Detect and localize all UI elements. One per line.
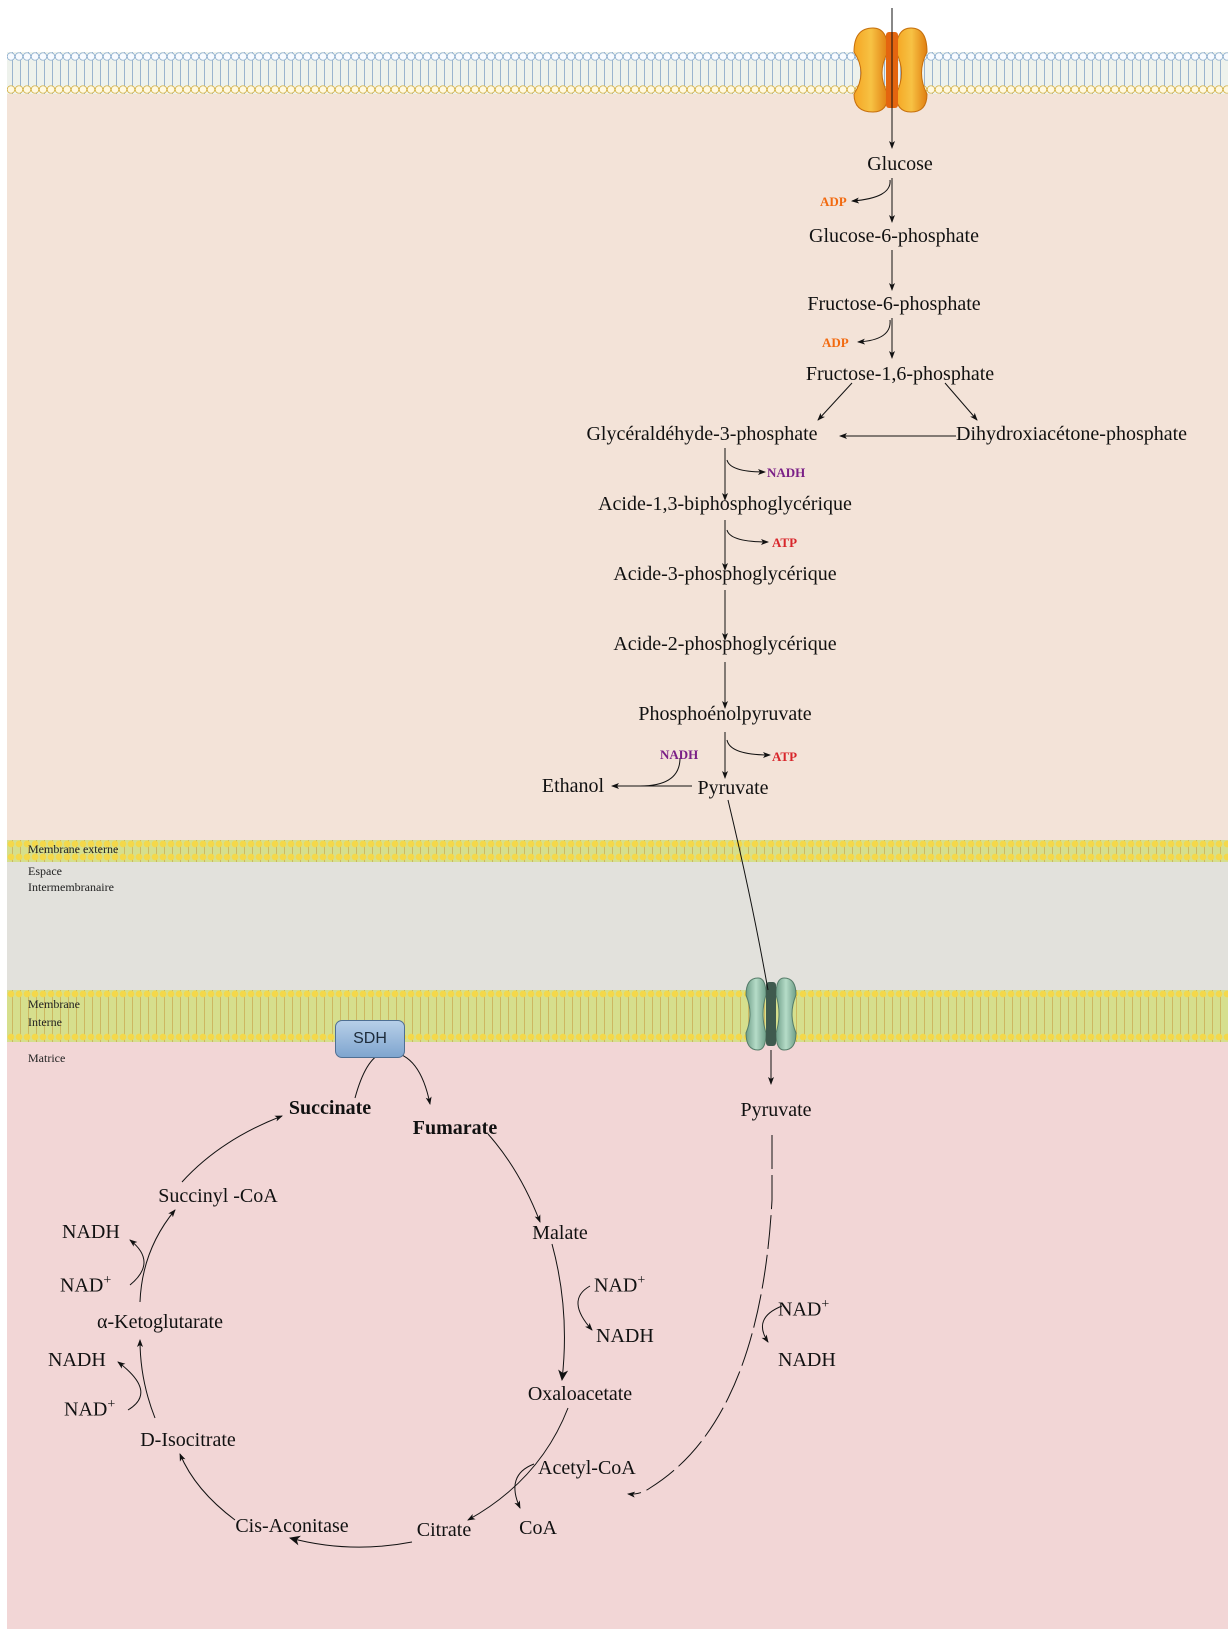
- nad-plus-label-isocitrate: NAD+: [64, 1398, 115, 1420]
- citrate-label: Citrate: [416, 1519, 472, 1541]
- nadh-label-glycolysis-1: NADH: [767, 465, 806, 480]
- pyruvate-carrier-icon: [745, 977, 797, 1051]
- acide-1-3-biphosphoglycerique-label: Acide-1,3-biphosphoglycérique: [598, 493, 852, 515]
- inner-membrane-label-line1: Membrane: [28, 997, 80, 1011]
- outer-mitochondrial-membrane: [7, 840, 1228, 862]
- acetyl-coa-label: Acetyl-CoA: [538, 1457, 636, 1479]
- intermembrane-space-label-line1: Espace: [28, 864, 62, 878]
- atp-label-2: ATP: [772, 749, 798, 764]
- alpha-ketoglutarate-label: α-Ketoglutarate: [97, 1311, 223, 1333]
- oxaloacetate-label: Oxaloacetate: [527, 1383, 633, 1405]
- matrix-region: [7, 1040, 1228, 1629]
- nadh-label-pdh: NADH: [778, 1349, 836, 1371]
- intermembrane-space-label-line2: Intermembranaire: [28, 880, 114, 894]
- fumarate-label: Fumarate: [412, 1117, 498, 1139]
- nad-plus-label-malate: NAD+: [594, 1274, 645, 1296]
- cytosol-region: [7, 60, 1228, 840]
- glucose-6-phosphate-label: Glucose-6-phosphate: [809, 225, 979, 247]
- phosphoenolpyruvate-label: Phosphoénolpyruvate: [638, 703, 812, 725]
- nad-text: NAD: [64, 1398, 108, 1421]
- sdh-label: SDH: [353, 1030, 387, 1047]
- glucose-label: Glucose: [867, 153, 933, 175]
- plus-sign: +: [107, 1397, 116, 1412]
- nadh-label-glycolysis-2: NADH: [660, 747, 699, 762]
- d-isocitrate-label: D-Isocitrate: [140, 1429, 236, 1451]
- atp-label-1: ATP: [772, 535, 798, 550]
- inner-mitochondrial-membrane: [7, 990, 1228, 1042]
- nadh-label-isocitrate: NADH: [48, 1349, 106, 1371]
- fructose-1-6-phosphate-label: Fructose-1,6-phosphate: [805, 363, 995, 385]
- glucose-transporter-icon: [853, 27, 928, 113]
- matrix-label: Matrice: [28, 1051, 66, 1065]
- ethanol-label: Ethanol: [541, 775, 605, 797]
- dihydroxyacetone-phosphate-label: Dihydroxiacétone-phosphate: [956, 423, 1188, 445]
- fructose-6-phosphate-label: Fructose-6-phosphate: [807, 293, 981, 315]
- plus-sign: +: [637, 1273, 646, 1288]
- intermembrane-space-region: [7, 862, 1228, 992]
- plus-sign: +: [821, 1297, 830, 1312]
- acide-2-phosphoglycerique-label: Acide-2-phosphoglycérique: [613, 633, 837, 655]
- adp-label-2: ADP: [822, 335, 849, 350]
- plasma-membrane: [7, 52, 1228, 94]
- plus-sign: +: [103, 1273, 112, 1288]
- inner-membrane-label-line2: Interne: [28, 1015, 62, 1029]
- nadh-label-malate: NADH: [596, 1325, 654, 1347]
- coa-label: CoA: [519, 1517, 557, 1539]
- pyruvate-cytosol-label: Pyruvate: [697, 777, 769, 799]
- glyceraldehyde-3-phosphate-label: Glycéraldéhyde-3-phosphate: [586, 423, 818, 445]
- pyruvate-matrix-label: Pyruvate: [740, 1099, 812, 1121]
- succinyl-coa-label: Succinyl -CoA: [158, 1185, 278, 1207]
- nad-plus-label-pdh: NAD+: [778, 1298, 829, 1320]
- nad-text: NAD: [594, 1274, 638, 1297]
- nad-text: NAD: [778, 1298, 822, 1321]
- cis-aconitase-label: Cis-Aconitase: [235, 1515, 349, 1537]
- acide-3-phosphoglycerique-label: Acide-3-phosphoglycérique: [613, 563, 837, 585]
- sdh-enzyme-icon: SDH: [335, 1020, 405, 1058]
- malate-label: Malate: [532, 1222, 588, 1244]
- succinate-label: Succinate: [288, 1097, 372, 1119]
- nad-plus-label-ketoglutarate: NAD+: [60, 1274, 111, 1296]
- outer-membrane-label: Membrane externe: [28, 842, 119, 856]
- nad-text: NAD: [60, 1274, 104, 1297]
- adp-label-1: ADP: [820, 194, 847, 209]
- nadh-label-ketoglutarate: NADH: [62, 1221, 120, 1243]
